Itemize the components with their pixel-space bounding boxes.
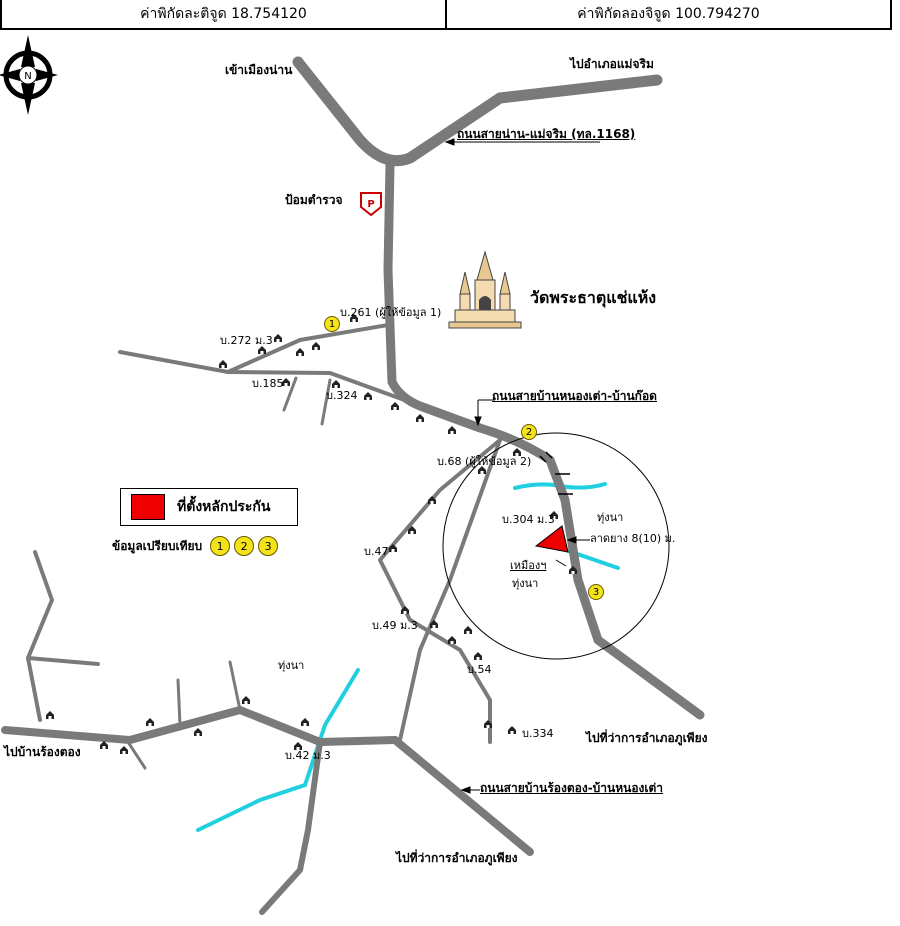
label-police: ป้อมตำรวจ (285, 193, 343, 207)
label-h324: บ.324 (326, 389, 358, 402)
label-h47: บ.47 (364, 545, 389, 558)
label-h334: บ.334 (522, 727, 554, 740)
police-sign-icon: P (360, 192, 382, 217)
label-h54: บ.54 (467, 663, 492, 676)
label-field-3: ทุ่งนา (278, 659, 305, 672)
label-to-phu-phiang-1: ไปที่ว่าการอำเภอภูเพียง (586, 731, 708, 745)
marker-1[interactable]: 1 (324, 316, 340, 332)
label-slope: ลาดยาง 8(10) ม. (590, 532, 676, 545)
legend-num-1: 1 (210, 536, 231, 556)
label-to-mae-charim: ไปอำเภอแม่จริม (570, 57, 654, 71)
house-icons (46, 314, 577, 754)
label-field-1: ทุ่งนา (597, 511, 624, 524)
compass-icon: N (0, 35, 58, 115)
label-h42: บ.42 ม.3 (285, 749, 331, 762)
label-road-1168: ถนนสายน่าน-แม่จริม (ทล.1168) (457, 127, 636, 141)
study-area-circle (442, 432, 670, 660)
legend-site-swatch (131, 494, 165, 520)
label-h272: บ.272 ม.3 (220, 334, 273, 347)
svg-text:P: P (367, 199, 374, 210)
label-ditch: เหมืองฯ (510, 559, 547, 572)
legend-compare: ข้อมูลเปรียบเทียบ 1 2 3 (112, 536, 279, 556)
label-h261: บ.261 (ผู้ให้ข้อมูล 1) (340, 306, 442, 319)
latitude-value: ค่าพิกัดละติจูด 18.754120 (140, 6, 307, 22)
label-to-rongtong: ไปบ้านร้องตอง (4, 745, 81, 759)
legend-box: ที่ตั้งหลักประกัน (120, 488, 298, 526)
collateral-site (534, 525, 569, 553)
label-h49: บ.49 ม.3 (372, 619, 418, 632)
longitude-value: ค่าพิกัดลองจิจูด 100.794270 (445, 0, 890, 28)
label-to-nan: เข้าเมืองน่าน (225, 63, 293, 77)
bridge-mark (539, 451, 573, 495)
label-temple: วัดพระธาตุแช่แห้ง (530, 288, 657, 307)
label-arrows (444, 138, 600, 794)
marker-3[interactable]: 3 (588, 584, 604, 600)
compass-letter: N (24, 71, 31, 82)
label-road-rongtong-nongtao: ถนนสายบ้านร้องตอง-บ้านหนองเต่า (480, 781, 664, 795)
label-h185: บ.185 (252, 377, 284, 390)
legend-num-2: 2 (234, 536, 255, 556)
legend-compare-label: ข้อมูลเปรียบเทียบ (112, 538, 203, 553)
legend-num-3: 3 (258, 536, 279, 556)
road-network (1, 56, 705, 915)
coordinate-header: ค่าพิกัดละติจูด 18.754120 ค่าพิกัดลองจิจ… (0, 0, 892, 30)
label-to-phu-phiang-2: ไปที่ว่าการอำเภอภูเพียง (396, 851, 518, 865)
label-field-2: ทุ่งนา (512, 577, 539, 590)
temple-icon (448, 250, 522, 329)
label-h304: บ.304 ม.3 (502, 513, 555, 526)
legend-site-label: ที่ตั้งหลักประกัน (177, 499, 271, 515)
label-road-nongtao-kod: ถนนสายบ้านหนองเต่า-บ้านก๊อด (492, 389, 657, 403)
marker-2[interactable]: 2 (521, 424, 537, 440)
label-h68: บ.68 (ผู้ให้ข้อมูล 2) (437, 455, 532, 468)
